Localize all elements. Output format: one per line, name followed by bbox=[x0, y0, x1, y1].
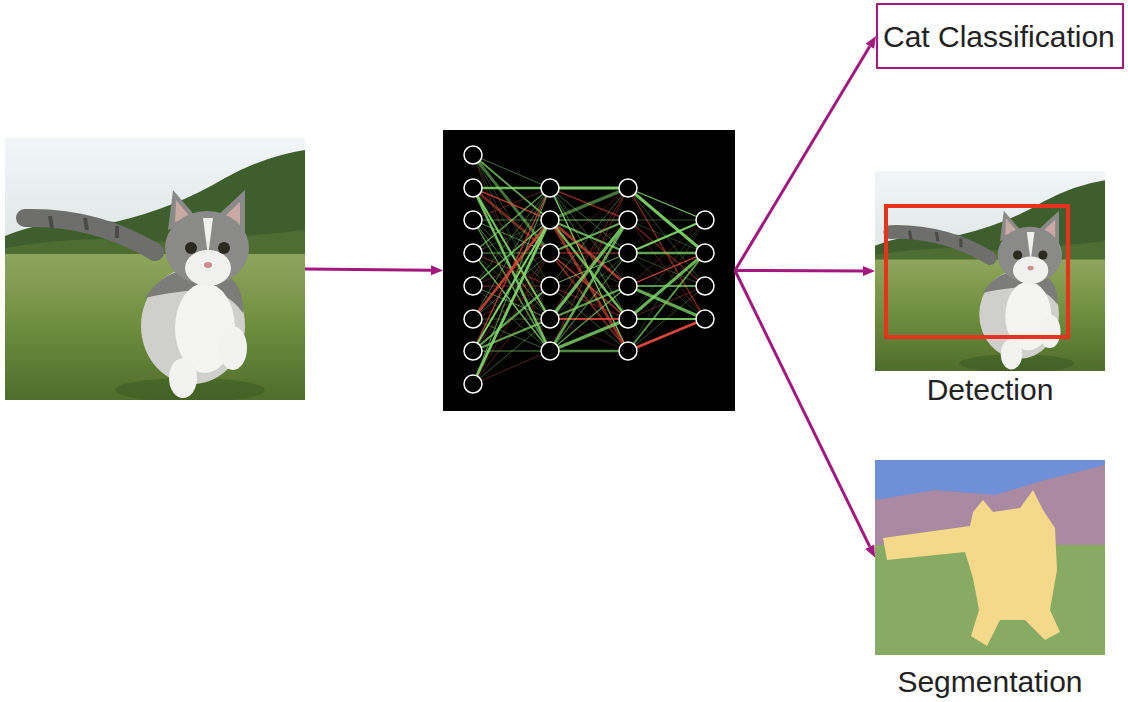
network-weight bbox=[628, 253, 705, 319]
network-weight bbox=[473, 253, 550, 384]
network-weight bbox=[473, 319, 550, 384]
node-label: Detection bbox=[875, 373, 1105, 406]
arrow-head bbox=[865, 545, 875, 558]
network-weight bbox=[628, 220, 705, 286]
node-label: Cat Classification bbox=[883, 20, 1117, 53]
arrow-line bbox=[305, 269, 431, 270]
network-weight bbox=[473, 188, 550, 351]
detection-node: Detection bbox=[875, 171, 1105, 409]
arrow-connector bbox=[735, 271, 875, 558]
network-weight bbox=[473, 188, 550, 220]
network-weight bbox=[550, 188, 628, 220]
network-weight bbox=[550, 253, 628, 351]
network-weight bbox=[473, 155, 550, 286]
network-weight bbox=[550, 188, 628, 319]
arrow-head bbox=[863, 266, 875, 276]
network-weight bbox=[550, 220, 628, 351]
network-weight bbox=[473, 187, 550, 189]
arrow-connector bbox=[735, 266, 875, 276]
arrow-line bbox=[735, 46, 870, 270]
network-weight bbox=[628, 253, 705, 351]
network-weight bbox=[550, 350, 628, 353]
network-weight bbox=[628, 253, 705, 319]
network-weight bbox=[473, 155, 550, 351]
network-weight bbox=[473, 286, 550, 384]
network-weight bbox=[473, 220, 550, 384]
network-weight bbox=[550, 188, 628, 319]
network-weight bbox=[550, 188, 628, 351]
kitten-photo-node bbox=[5, 138, 305, 400]
arrow-head bbox=[431, 265, 443, 275]
network-node bbox=[443, 130, 735, 411]
arrow-head bbox=[866, 36, 876, 49]
detection-image bbox=[875, 171, 1105, 371]
network-weight bbox=[473, 351, 550, 384]
network-weight bbox=[628, 188, 705, 286]
network-weight bbox=[628, 220, 705, 319]
network-weight bbox=[628, 220, 705, 286]
node-label: Segmentation bbox=[875, 665, 1105, 698]
arrow-connector bbox=[305, 265, 443, 275]
network-weight bbox=[550, 187, 628, 190]
arrow-connector bbox=[735, 36, 876, 271]
kitten-photo bbox=[5, 138, 305, 400]
network-weight bbox=[628, 220, 705, 221]
network-weight bbox=[550, 319, 628, 351]
network-weight bbox=[628, 188, 705, 253]
network-weight bbox=[550, 188, 628, 253]
network-weight bbox=[628, 319, 705, 351]
network-weight bbox=[473, 188, 550, 384]
network-weight bbox=[550, 286, 628, 351]
arrow-line bbox=[735, 269, 863, 272]
network-weight bbox=[628, 286, 705, 351]
network-weight bbox=[550, 286, 628, 351]
classification-box: Cat Classification bbox=[876, 3, 1124, 69]
network-weight bbox=[628, 220, 705, 351]
network-weight bbox=[550, 188, 628, 253]
network-weight bbox=[550, 188, 628, 220]
segmentation-node: Segmentation bbox=[875, 460, 1105, 700]
network-weight bbox=[628, 220, 705, 319]
arrow-line bbox=[735, 271, 870, 547]
network-weight bbox=[628, 188, 705, 220]
network-weight bbox=[473, 188, 550, 220]
network-weight bbox=[473, 188, 550, 351]
network-illustration bbox=[443, 130, 735, 411]
network-weight bbox=[550, 319, 628, 351]
network-weight bbox=[628, 188, 705, 319]
network-weight bbox=[550, 220, 628, 351]
network-weight bbox=[628, 220, 705, 253]
network-weight bbox=[628, 220, 705, 253]
network-weight bbox=[550, 188, 628, 351]
segmentation-image bbox=[875, 460, 1105, 655]
